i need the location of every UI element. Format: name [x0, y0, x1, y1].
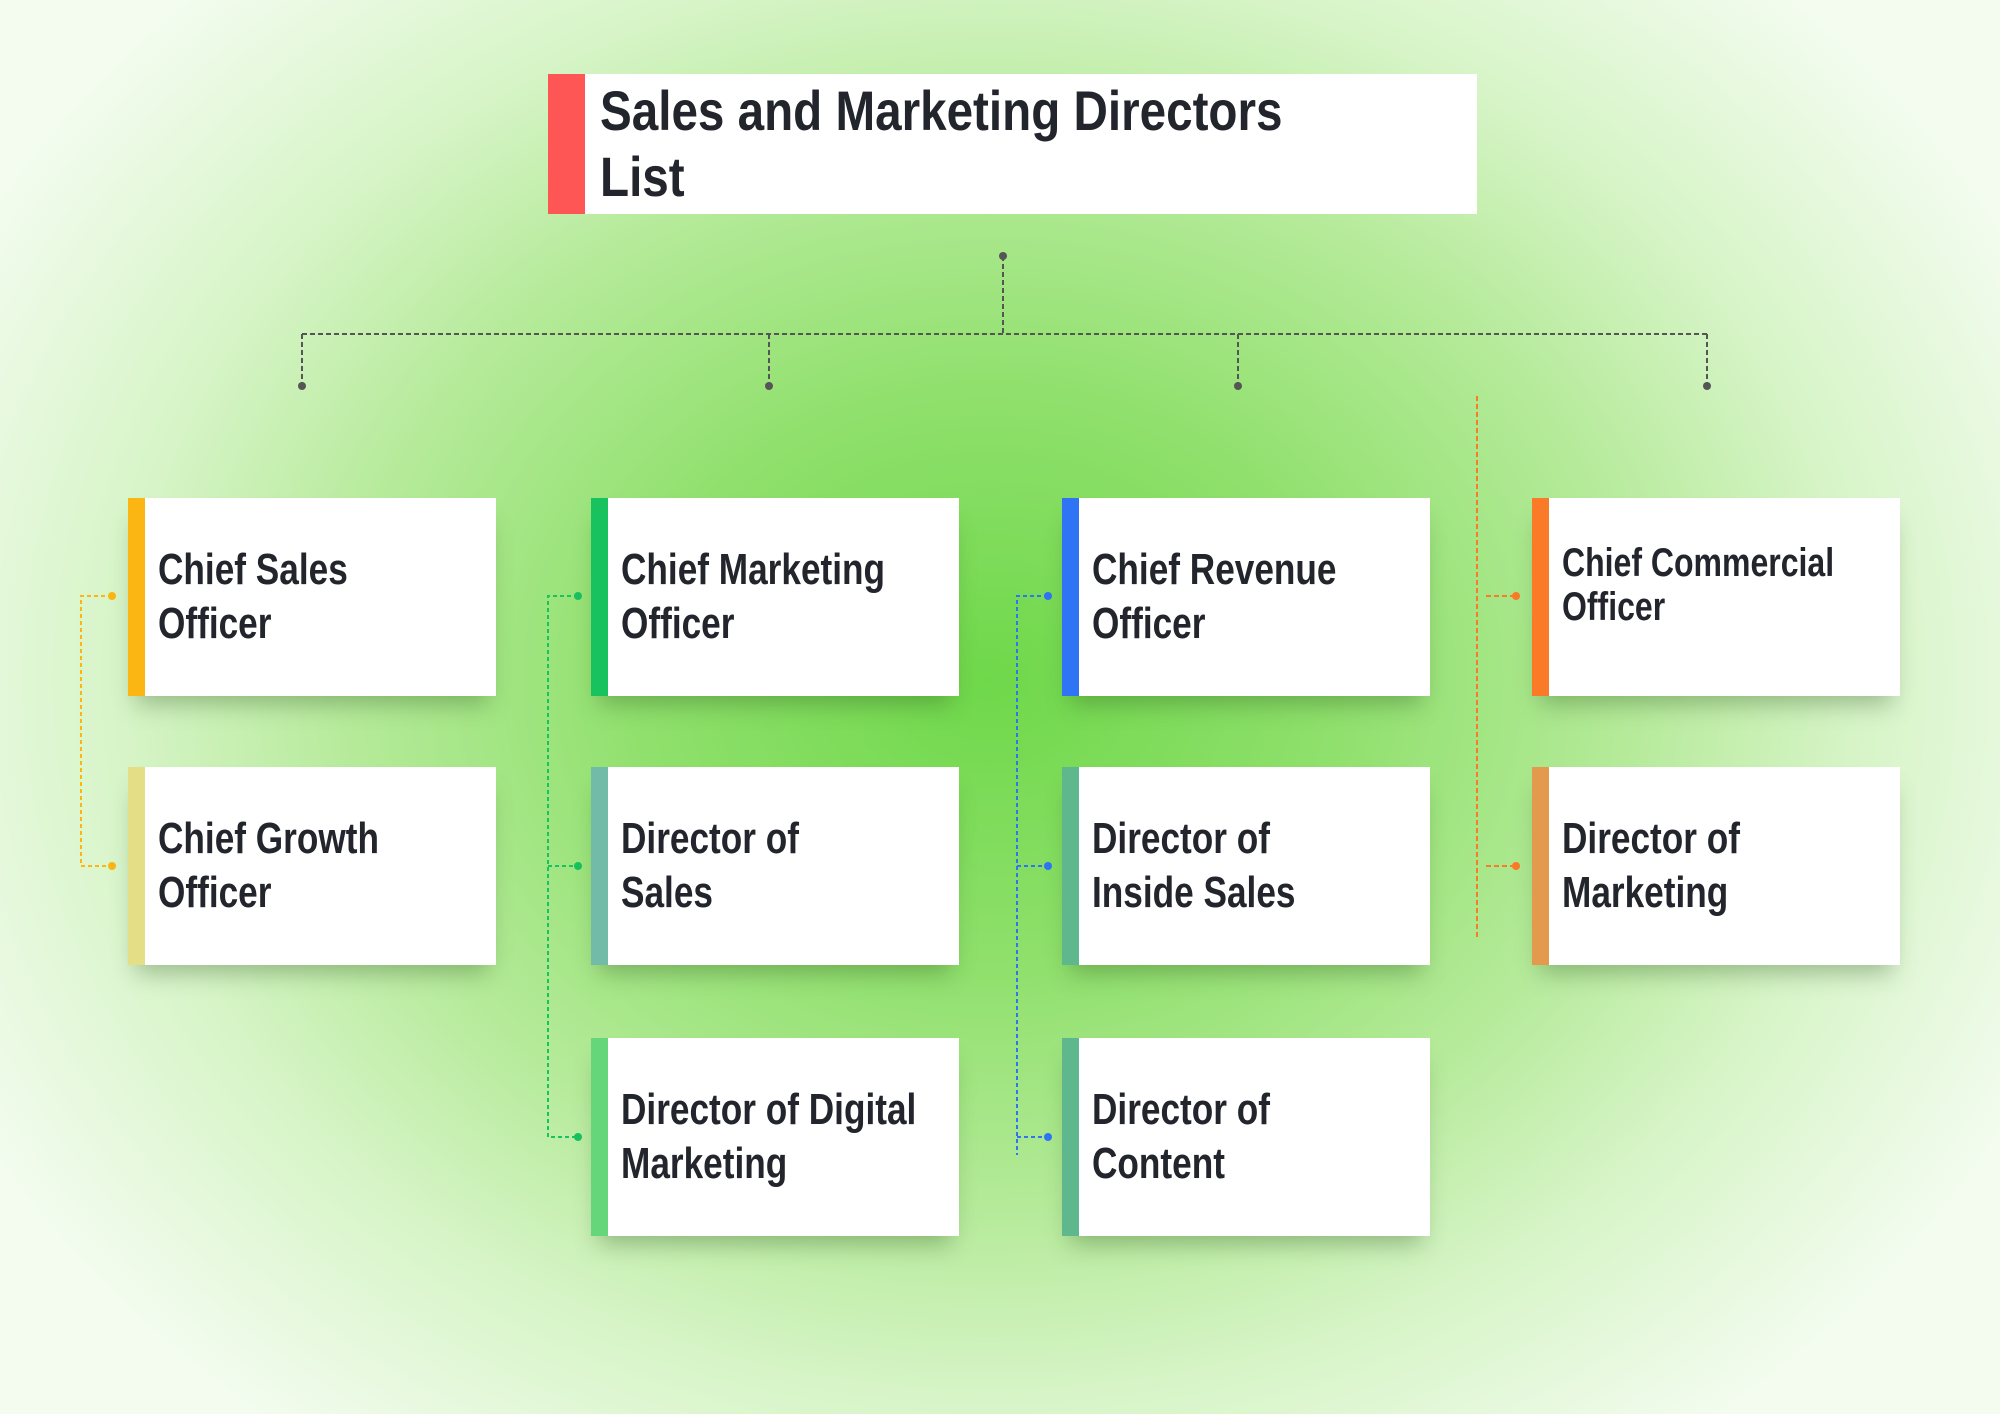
- node-label: Director of Inside Sales: [1092, 814, 1296, 917]
- node-label: Chief Commercial Officer: [1562, 541, 1835, 630]
- node-accent-bar: [128, 498, 145, 696]
- title-accent-bar: [548, 74, 585, 214]
- node-label: Director of Sales: [621, 814, 799, 917]
- node-accent-bar: [128, 767, 145, 965]
- node-accent-bar: [591, 498, 608, 696]
- node-accent-bar: [591, 1038, 608, 1236]
- org-node-card[interactable]: Director of Content: [1062, 1038, 1430, 1236]
- node-accent-bar: [1062, 767, 1079, 965]
- org-node-card[interactable]: Chief Sales Officer: [128, 498, 496, 696]
- node-accent-bar: [1062, 1038, 1079, 1236]
- node-accent-bar: [1532, 767, 1549, 965]
- org-node-card[interactable]: Chief Revenue Officer: [1062, 498, 1430, 696]
- org-node-card[interactable]: Chief Growth Officer: [128, 767, 496, 965]
- org-node-card[interactable]: Chief Marketing Officer: [591, 498, 959, 696]
- node-label: Chief Revenue Officer: [1092, 545, 1337, 648]
- node-accent-bar: [591, 767, 608, 965]
- node-label: Director of Digital Marketing: [621, 1085, 917, 1188]
- page-title: Sales and Marketing Directors List: [600, 79, 1283, 208]
- org-node-card[interactable]: Director of Inside Sales: [1062, 767, 1430, 965]
- node-label: Chief Marketing Officer: [621, 545, 886, 648]
- chart-title-box: Sales and Marketing Directors List: [548, 74, 1477, 214]
- node-label: Chief Sales Officer: [158, 545, 348, 648]
- node-label: Director of Marketing: [1562, 814, 1740, 917]
- node-accent-bar: [1532, 498, 1549, 696]
- node-label: Chief Growth Officer: [158, 814, 379, 917]
- org-node-card[interactable]: Chief Commercial Officer: [1532, 498, 1900, 696]
- org-node-card[interactable]: Director of Digital Marketing: [591, 1038, 959, 1236]
- org-node-card[interactable]: Director of Marketing: [1532, 767, 1900, 965]
- org-node-card[interactable]: Director of Sales: [591, 767, 959, 965]
- node-label: Director of Content: [1092, 1085, 1270, 1188]
- node-accent-bar: [1062, 498, 1079, 696]
